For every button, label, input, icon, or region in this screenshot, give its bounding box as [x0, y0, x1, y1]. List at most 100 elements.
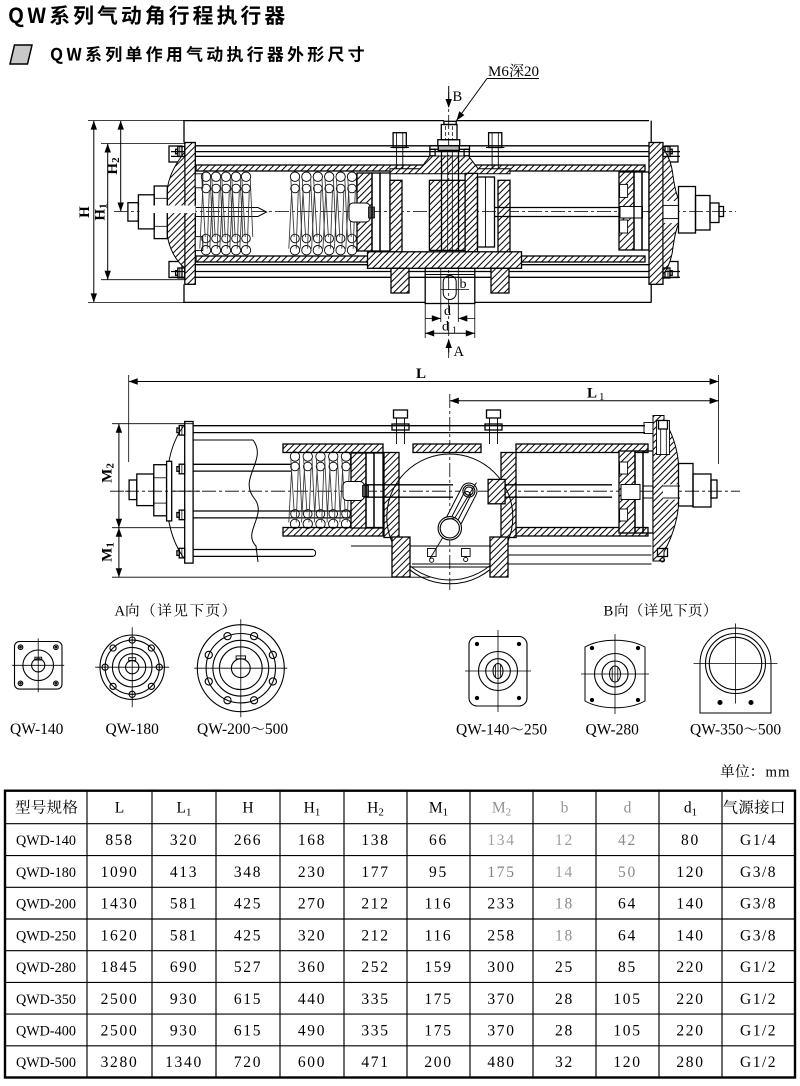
svg-text:14: 14	[555, 864, 574, 881]
svg-text:G1/2: G1/2	[740, 959, 777, 976]
svg-text:64: 64	[618, 896, 637, 913]
svg-text:168: 168	[298, 832, 326, 849]
svg-text:212: 212	[361, 896, 389, 913]
svg-text:20: 20	[524, 64, 539, 80]
svg-text:12: 12	[555, 832, 574, 849]
svg-text:18: 18	[555, 927, 574, 944]
svg-text:266: 266	[234, 832, 262, 849]
svg-text:L: L	[416, 366, 426, 382]
svg-text:500: 500	[265, 721, 289, 738]
svg-text:258: 258	[487, 927, 515, 944]
svg-text:QW-140: QW-140	[456, 722, 510, 739]
svg-text:720: 720	[234, 1054, 262, 1071]
svg-text:348: 348	[234, 864, 262, 881]
svg-text:mm: mm	[766, 765, 791, 781]
svg-text:175: 175	[424, 991, 452, 1008]
svg-text:QWD-280: QWD-280	[16, 960, 76, 976]
svg-text:425: 425	[234, 896, 262, 913]
svg-text:G1/2: G1/2	[740, 991, 777, 1008]
svg-text:H: H	[242, 800, 253, 817]
svg-text:220: 220	[676, 991, 704, 1008]
svg-text:471: 471	[361, 1054, 389, 1071]
svg-text:370: 370	[487, 991, 515, 1008]
svg-text:M1: M1	[100, 542, 117, 562]
svg-text:66: 66	[429, 832, 448, 849]
svg-text:18: 18	[555, 896, 574, 913]
svg-text:B: B	[453, 89, 463, 105]
svg-text:d: d	[442, 320, 449, 335]
svg-text:930: 930	[170, 991, 198, 1008]
svg-text:1340: 1340	[165, 1054, 203, 1071]
svg-text:H2: H2	[105, 157, 122, 175]
svg-text:134: 134	[487, 832, 515, 849]
svg-text:230: 230	[298, 864, 326, 881]
svg-text:A: A	[115, 604, 126, 620]
svg-text:QWD-350: QWD-350	[16, 992, 76, 1008]
svg-text:140: 140	[676, 927, 704, 944]
svg-text:QW-140: QW-140	[10, 721, 64, 738]
svg-text:QWD-250: QWD-250	[16, 928, 76, 944]
svg-text:L: L	[115, 800, 124, 817]
svg-text:177: 177	[361, 864, 389, 881]
svg-text:270: 270	[298, 896, 326, 913]
svg-text:A: A	[454, 344, 465, 360]
svg-text:252: 252	[361, 959, 389, 976]
svg-text:QWD-500: QWD-500	[16, 1055, 76, 1071]
svg-text:413: 413	[170, 864, 198, 881]
svg-text:175: 175	[424, 1022, 452, 1039]
svg-text:440: 440	[298, 991, 326, 1008]
svg-text:500: 500	[758, 722, 782, 739]
svg-text:581: 581	[170, 896, 198, 913]
svg-text:220: 220	[676, 1022, 704, 1039]
svg-text:3280: 3280	[101, 1054, 139, 1071]
svg-text:G3/8: G3/8	[740, 896, 777, 913]
svg-text:200: 200	[424, 1054, 452, 1071]
svg-text:B: B	[604, 604, 614, 620]
svg-text:95: 95	[429, 864, 448, 881]
svg-text:858: 858	[105, 832, 133, 849]
svg-text:42: 42	[618, 832, 637, 849]
svg-text:2500: 2500	[101, 991, 139, 1008]
svg-text:527: 527	[234, 959, 262, 976]
svg-text:L: L	[587, 386, 597, 402]
svg-text:120: 120	[613, 1054, 641, 1071]
svg-text:320: 320	[170, 832, 198, 849]
svg-text:M6: M6	[488, 64, 509, 80]
svg-text:QW-350: QW-350	[690, 722, 744, 739]
svg-text:d: d	[444, 304, 451, 319]
svg-text:QW-280: QW-280	[586, 722, 640, 739]
svg-text:QWD-400: QWD-400	[16, 1023, 76, 1039]
svg-text:H1: H1	[93, 203, 110, 220]
svg-text:QW-200: QW-200	[197, 721, 251, 738]
svg-text:85: 85	[618, 959, 637, 976]
svg-text:120: 120	[676, 864, 704, 881]
svg-text:25: 25	[555, 959, 574, 976]
svg-text:1430: 1430	[101, 896, 139, 913]
svg-text:64: 64	[618, 927, 637, 944]
svg-text:G1/2: G1/2	[740, 1054, 777, 1071]
svg-text:175: 175	[487, 864, 515, 881]
svg-text:1: 1	[452, 326, 457, 337]
svg-text:105: 105	[613, 1022, 641, 1039]
svg-text:32: 32	[555, 1054, 574, 1071]
svg-text:1090: 1090	[101, 864, 139, 881]
svg-text:220: 220	[676, 959, 704, 976]
svg-text:b: b	[460, 277, 467, 292]
svg-text:930: 930	[170, 1022, 198, 1039]
svg-text:335: 335	[361, 991, 389, 1008]
svg-text:212: 212	[361, 927, 389, 944]
svg-text:QWD-140: QWD-140	[16, 833, 76, 849]
svg-text:G1/4: G1/4	[740, 832, 777, 849]
svg-text:250: 250	[524, 722, 548, 739]
svg-text:G3/8: G3/8	[740, 927, 777, 944]
svg-text:320: 320	[298, 927, 326, 944]
svg-text:QWD-180: QWD-180	[16, 865, 76, 881]
svg-text:1: 1	[599, 391, 605, 403]
svg-text:425: 425	[234, 927, 262, 944]
svg-text:480: 480	[487, 1054, 515, 1071]
svg-text:QW-180: QW-180	[106, 721, 160, 738]
svg-text:QWD-200: QWD-200	[16, 897, 76, 913]
svg-text:1845: 1845	[101, 959, 139, 976]
svg-text:615: 615	[234, 1022, 262, 1039]
svg-text:80: 80	[681, 832, 700, 849]
